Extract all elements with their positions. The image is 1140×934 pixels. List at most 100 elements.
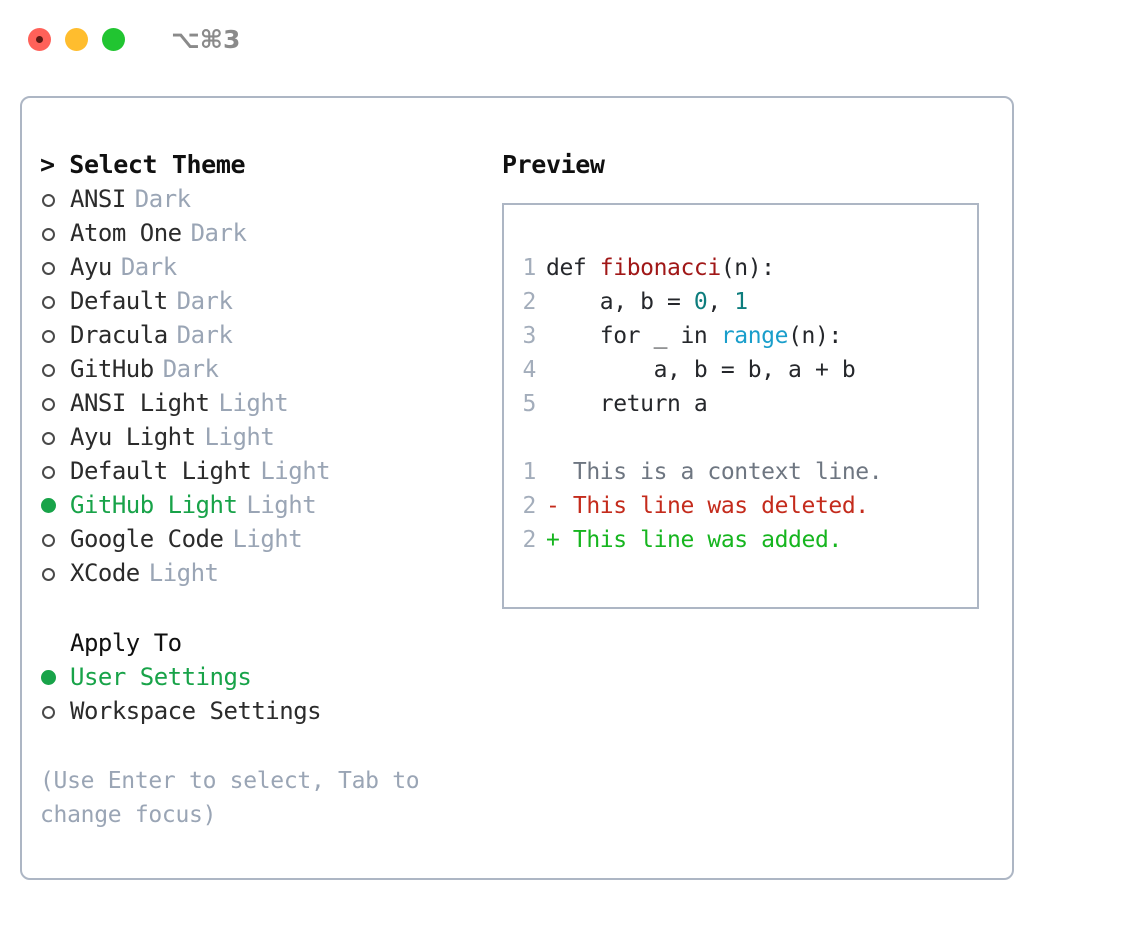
code-line-number: 4 <box>522 357 537 383</box>
radio-bullet <box>42 534 55 547</box>
theme-name: Atom One <box>70 219 182 247</box>
diff-line-text: This is a context line. <box>572 459 883 485</box>
radio-unselected-icon[interactable] <box>40 558 70 592</box>
apply-to-option[interactable]: Workspace Settings <box>40 694 502 728</box>
radio-unselected-icon[interactable] <box>40 184 70 218</box>
theme-list-item[interactable]: Ayu Light Light <box>40 420 502 454</box>
code-line-content: a, b = 0, 1 <box>546 285 748 319</box>
radio-unselected-icon[interactable] <box>40 524 70 558</box>
radio-bullet <box>42 194 55 207</box>
code-line: 2 a, b = 0, 1 <box>504 285 977 319</box>
theme-kind-label: Light <box>204 423 275 451</box>
radio-bullet <box>42 466 55 479</box>
code-line-content: a, b = b, a + b <box>546 353 856 387</box>
theme-list-item[interactable]: Ayu Dark <box>40 250 502 284</box>
theme-list-item[interactable]: Atom One Dark <box>40 216 502 250</box>
radio-unselected-icon[interactable] <box>40 388 70 422</box>
minimize-button-icon[interactable] <box>65 27 88 51</box>
code-token-plain: return a <box>546 391 708 417</box>
radio-unselected-icon[interactable] <box>40 456 70 490</box>
diff-marker: - <box>546 493 573 519</box>
code-token-plain: , <box>707 289 735 315</box>
theme-kind-label: Light <box>148 559 219 587</box>
code-token-plain: (n): <box>720 255 775 281</box>
radio-bullet <box>42 262 55 275</box>
apply-to-heading: Apply To <box>70 629 182 657</box>
code-line-number: 2 <box>522 289 537 315</box>
diff-line-number: 2 <box>522 527 537 553</box>
code-token-num: 0 <box>693 289 708 315</box>
diff-line-text: This line was deleted. <box>572 493 869 519</box>
code-token-fn: fibonacci <box>599 255 721 281</box>
title-bar: ⌥⌘3 <box>0 0 1140 78</box>
radio-unselected-icon[interactable] <box>40 320 70 354</box>
code-token-call: range <box>720 323 789 349</box>
code-line-content: return a <box>546 387 708 421</box>
code-diff-separator <box>504 421 977 455</box>
theme-list-item[interactable]: Dracula Dark <box>40 318 502 352</box>
page-title: > Select Theme <box>40 150 246 179</box>
theme-kind-label: Dark <box>120 253 177 281</box>
theme-name: Dracula <box>70 321 168 349</box>
code-line-content: def fibonacci(n): <box>546 251 775 285</box>
radio-unselected-icon[interactable] <box>40 422 70 456</box>
code-line-number: 5 <box>522 391 537 417</box>
code-token-plain: def <box>546 255 600 281</box>
code-line-number: 1 <box>522 255 537 281</box>
radio-unselected-icon[interactable] <box>40 696 70 730</box>
theme-name: Ayu Light <box>70 423 196 451</box>
theme-list-item[interactable]: Default Light Light <box>40 454 502 488</box>
radio-unselected-icon[interactable] <box>40 354 70 388</box>
radio-unselected-icon[interactable] <box>40 252 70 286</box>
theme-kind-label: Dark <box>190 219 247 247</box>
theme-kind-label: Dark <box>162 355 219 383</box>
theme-name: ANSI Light <box>70 389 210 417</box>
theme-kind-label: Light <box>232 525 303 553</box>
radio-bullet <box>42 296 55 309</box>
diff-line-number: 2 <box>522 493 537 519</box>
code-line: 3 for _ in range(n): <box>504 319 977 353</box>
code-token-plain: a, b = <box>546 289 694 315</box>
theme-name: Default Light <box>70 457 252 485</box>
diff-line: 1 This is a context line. <box>504 455 977 489</box>
theme-name: Google Code <box>70 525 224 553</box>
radio-bullet <box>42 228 55 241</box>
code-token-plain: a, b = b, a + b <box>546 357 856 383</box>
theme-list-item[interactable]: ANSI Light Light <box>40 386 502 420</box>
radio-selected-icon[interactable] <box>40 661 70 695</box>
theme-list-item[interactable]: Google Code Light <box>40 522 502 556</box>
preview-title: Preview <box>502 150 605 179</box>
theme-kind-label: Light <box>218 389 289 417</box>
maximize-button-icon[interactable] <box>102 27 125 51</box>
diff-marker <box>546 455 573 489</box>
code-line: 4 a, b = b, a + b <box>504 353 977 387</box>
radio-unselected-icon[interactable] <box>40 286 70 320</box>
theme-name: GitHub Light <box>70 491 238 519</box>
diff-line: 2- This line was deleted. <box>504 489 977 523</box>
window-controls <box>28 27 125 51</box>
close-button-icon[interactable] <box>28 27 51 51</box>
theme-kind-label: Light <box>260 457 331 485</box>
apply-to-option[interactable]: User Settings <box>40 660 502 694</box>
code-line-number: 3 <box>522 323 537 349</box>
theme-name: Default <box>70 287 168 315</box>
keyboard-hint-text: (Use Enter to select, Tab to change focu… <box>40 768 420 828</box>
radio-bullet <box>42 432 55 445</box>
radio-selected-icon[interactable] <box>40 489 70 523</box>
radio-unselected-icon[interactable] <box>40 218 70 252</box>
theme-kind-label: Dark <box>176 321 233 349</box>
radio-bullet <box>42 330 55 343</box>
theme-name: Ayu <box>70 253 112 281</box>
theme-list-item[interactable]: XCode Light <box>40 556 502 590</box>
theme-name: XCode <box>70 559 140 587</box>
code-line: 1 def fibonacci(n): <box>504 251 977 285</box>
